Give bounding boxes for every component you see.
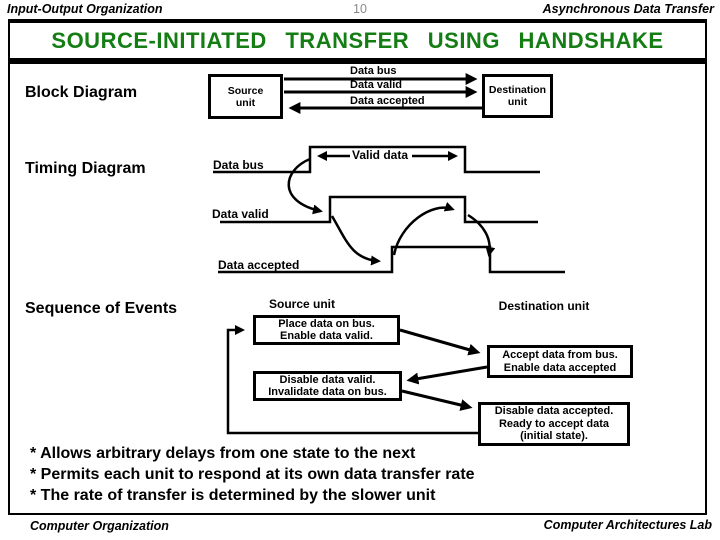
section-label-sequence-of-events: Sequence of Events	[25, 300, 178, 317]
timing-data-accepted-label: Data accepted	[218, 258, 300, 272]
source-unit-label-line2: unit	[235, 96, 256, 109]
seq-box1-line1: Place data on bus.	[278, 317, 375, 330]
sequence-box-disable-valid: Disable data valid. Invalidate data on b…	[253, 371, 402, 401]
seq-box4-line2: Ready to accept data	[498, 417, 610, 430]
content-border	[8, 64, 707, 515]
destination-unit-label-line1: Destination	[488, 84, 547, 96]
block-signal-data-accepted-label: Data accepted	[350, 95, 425, 107]
sequence-box-accept-data: Accept data from bus. Enable data accept…	[487, 345, 633, 378]
bullet-list: * Allows arbitrary delays from one state…	[30, 443, 475, 506]
title-band: SOURCE-INITIATED TRANSFER USING HANDSHAK…	[8, 19, 707, 64]
timing-data-valid-label: Data valid	[212, 207, 269, 221]
block-signal-data-valid-label: Data valid	[350, 79, 402, 91]
sequence-box-disable-accepted: Disable data accepted. Ready to accept d…	[478, 402, 630, 446]
section-label-timing-diagram: Timing Diagram	[25, 160, 146, 177]
source-unit-label-line1: Source	[227, 84, 264, 97]
section-label-block-diagram: Block Diagram	[25, 84, 138, 101]
header-course-title: Input-Output Organization	[7, 2, 163, 16]
destination-unit-box: Destination unit	[482, 74, 553, 118]
bullet-own-rate: * Permits each unit to respond at its ow…	[30, 466, 475, 483]
seq-box2-line1: Accept data from bus.	[502, 349, 618, 361]
bullet-slower-unit: * The rate of transfer is determined by …	[30, 487, 436, 504]
sequence-destination-unit-header: Destination unit	[498, 299, 590, 313]
valid-data-annotation: Valid data	[352, 148, 409, 162]
page-number: 10	[353, 2, 367, 16]
source-unit-box: Source unit	[208, 74, 283, 119]
sequence-source-unit-header: Source unit	[268, 297, 335, 311]
footer-right-text: Computer Architectures Lab	[543, 518, 712, 532]
seq-box3-line1: Disable data valid.	[279, 373, 376, 386]
bullet-arbitrary-delays: * Allows arbitrary delays from one state…	[30, 445, 416, 462]
seq-box1-line2: Enable data valid.	[280, 330, 373, 342]
seq-box3-line2: Invalidate data on bus.	[268, 386, 387, 398]
seq-box4-line3: (initial state).	[520, 430, 588, 443]
timing-data-bus-label: Data bus	[213, 158, 264, 172]
destination-unit-label-line2: unit	[507, 96, 528, 108]
seq-box2-line2: Enable data accepted	[503, 361, 617, 374]
block-signal-data-bus-label: Data bus	[350, 65, 397, 77]
footer-left-text: Computer Organization	[30, 519, 169, 533]
sequence-box-place-data: Place data on bus. Enable data valid.	[253, 315, 400, 345]
slide-title: SOURCE-INITIATED TRANSFER USING HANDSHAK…	[51, 27, 664, 53]
seq-box4-line1: Disable data accepted.	[494, 405, 614, 418]
header-chapter-title: Asynchronous Data Transfer	[542, 2, 714, 16]
